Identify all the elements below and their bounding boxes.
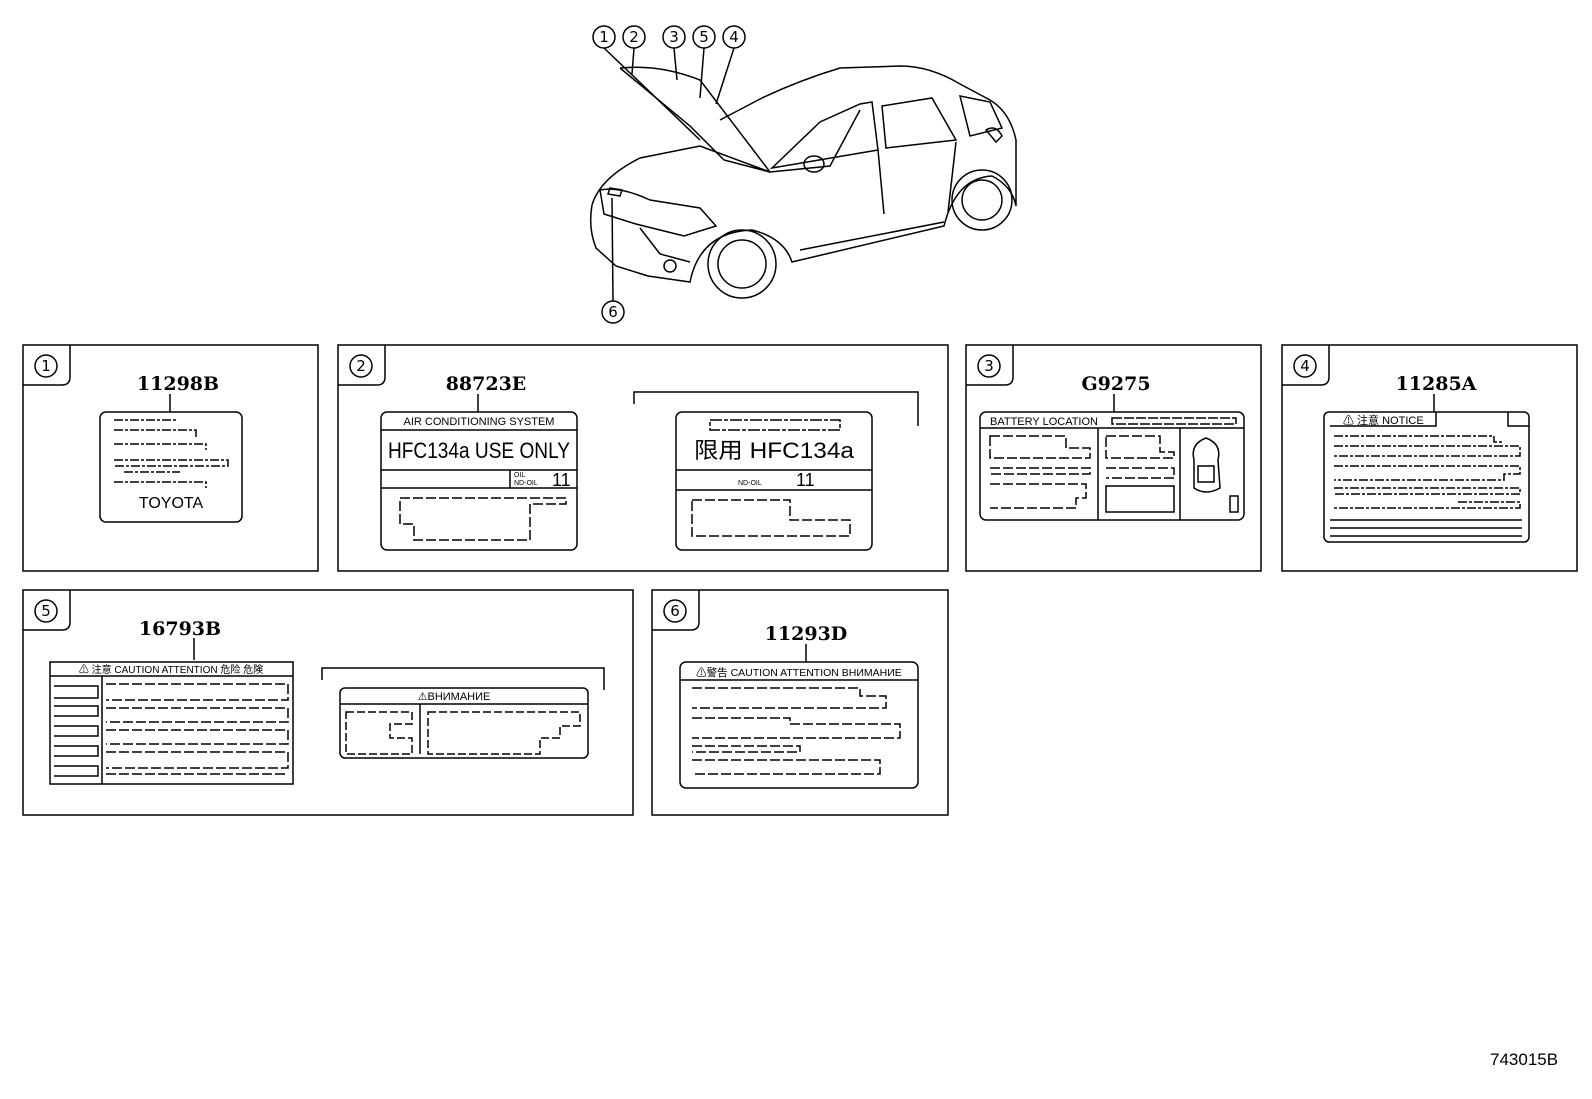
panel-2-number: 2 xyxy=(356,357,366,375)
part-number-11285A: 11285A xyxy=(1396,373,1477,395)
panel-1-number: 1 xyxy=(41,357,51,375)
part-number-11298B: 11298B xyxy=(137,373,219,395)
panel-3-number: 3 xyxy=(984,357,994,375)
toyota-label-text: TOYOTA xyxy=(139,495,204,512)
callout-5[interactable] xyxy=(34,599,58,623)
callout-2[interactable] xyxy=(349,354,373,378)
panel-3 xyxy=(965,344,1262,572)
oil-grade-cn-text: 11 xyxy=(796,470,815,490)
car-callout-2-label: 2 xyxy=(629,28,639,46)
battery-location-text: BATTERY LOCATION xyxy=(990,416,1098,428)
car-callout-5-label: 5 xyxy=(699,28,709,46)
car-callout-1-label: 1 xyxy=(599,28,609,46)
car-callout-6-label: 6 xyxy=(608,303,618,321)
panel-4-number: 4 xyxy=(1300,357,1310,375)
callout-6[interactable] xyxy=(663,599,687,623)
hfc134a-cn-text: 限用 HFC134a xyxy=(694,438,855,463)
callout-4[interactable] xyxy=(1293,354,1317,378)
part-number-11293D: 11293D xyxy=(765,623,848,645)
caution-header-text: ⚠ 注意 CAUTION ATTENTION 危险 危険 xyxy=(79,663,263,676)
nd-oil-text: ND-OIL xyxy=(514,480,538,487)
callout-1[interactable] xyxy=(34,354,58,378)
part-number-16793B: 16793B xyxy=(139,618,221,640)
part-number-88723E: 88723E xyxy=(446,373,527,395)
warning-header-text: ⚠警告 CAUTION ATTENTION ВНИМАНИЕ xyxy=(696,666,902,679)
oil-grade-text: 11 xyxy=(552,470,571,490)
oil-text: OIL xyxy=(514,472,525,479)
car-illustration xyxy=(589,25,1017,324)
panel-5-number: 5 xyxy=(41,602,51,620)
panel-5 xyxy=(22,589,634,816)
notice-text: ⚠ 注意 NOTICE xyxy=(1343,413,1424,427)
nd-oil-cn-text: ND-OIL xyxy=(738,480,762,487)
callout-3[interactable] xyxy=(977,354,1001,378)
vnimanie-header-text: ⚠ВНИМАНИЕ xyxy=(418,691,491,703)
car-callout-4-label: 4 xyxy=(729,28,739,46)
panel-2 xyxy=(337,344,949,572)
diagram-id: 743015B xyxy=(1490,1050,1559,1069)
hfc134a-use-only-text: HFC134a USE ONLY xyxy=(388,438,570,463)
panel-4 xyxy=(1281,344,1578,572)
ac-system-text: AIR CONDITIONING SYSTEM xyxy=(404,416,555,428)
panel-1 xyxy=(22,344,319,572)
panel-6 xyxy=(651,589,949,816)
panel-6-number: 6 xyxy=(670,602,680,620)
part-number-G9275: G9275 xyxy=(1081,373,1150,395)
car-callout-3-label: 3 xyxy=(669,28,679,46)
